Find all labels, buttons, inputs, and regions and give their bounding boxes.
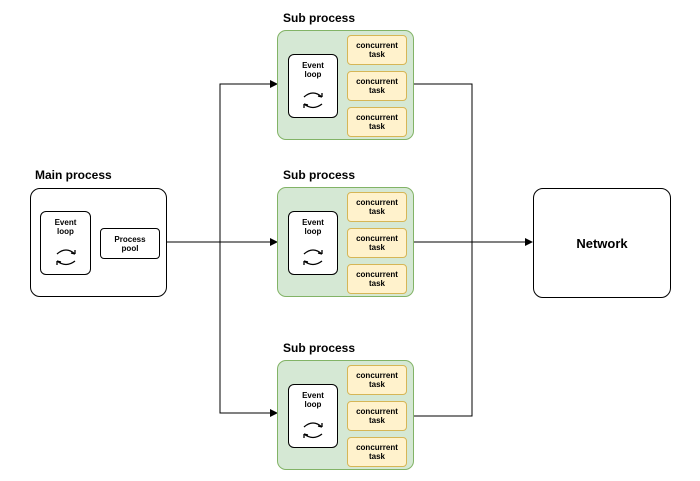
event-loop-label: Event loop [302,391,324,409]
concurrent-task: concurrent task [347,192,407,222]
edge-sub-3-to-network [414,242,473,417]
sub-process-1-box: Event loop concurrent task concurrent ta… [277,30,414,140]
refresh-cycle-icon [303,249,323,266]
task-label: concurrent task [356,371,398,389]
task-label: concurrent task [356,407,398,425]
sub-1-event-loop: Event loop [288,54,338,118]
concurrent-task: concurrent task [347,401,407,431]
concurrent-task: concurrent task [347,228,407,258]
concurrent-task: concurrent task [347,71,407,101]
network-box: Network [533,188,671,298]
refresh-cycle-icon [303,92,323,109]
network-label: Network [576,235,628,251]
refresh-cycle-icon [303,422,323,439]
event-loop-label: Event loop [54,218,77,236]
concurrent-task: concurrent task [347,35,407,65]
process-pool-label: Process pool [114,234,146,253]
sub-process-2-title: Sub process [283,168,356,182]
concurrent-task: concurrent task [347,437,407,467]
concurrent-task: concurrent task [347,107,407,137]
edge-main-to-sub-1 [166,80,278,243]
main-process-box: Event loop Process pool [30,188,167,297]
sub-process-3-box: Event loop concurrent task concurrent ta… [277,360,414,470]
task-label: concurrent task [356,198,398,216]
sub-process-3-title: Sub process [283,341,356,355]
main-event-loop: Event loop [40,211,91,275]
event-loop-label: Event loop [302,218,324,236]
concurrent-task: concurrent task [347,264,407,294]
task-label: concurrent task [356,77,398,95]
sub-process-1-title: Sub process [283,11,356,25]
process-pool-box: Process pool [100,228,160,259]
task-label: concurrent task [356,270,398,288]
sub-process-2-box: Event loop concurrent task concurrent ta… [277,187,414,297]
task-label: concurrent task [356,41,398,59]
concurrent-task: concurrent task [347,365,407,395]
task-label: concurrent task [356,113,398,131]
sub-2-event-loop: Event loop [288,211,338,275]
edge-sub-1-to-network [414,83,473,242]
task-label: concurrent task [356,443,398,461]
sub-3-event-loop: Event loop [288,384,338,448]
event-loop-label: Event loop [302,61,324,79]
refresh-cycle-icon [55,249,76,266]
edge-main-to-sub-3 [219,242,278,417]
main-process-title: Main process [35,168,112,182]
task-label: concurrent task [356,234,398,252]
